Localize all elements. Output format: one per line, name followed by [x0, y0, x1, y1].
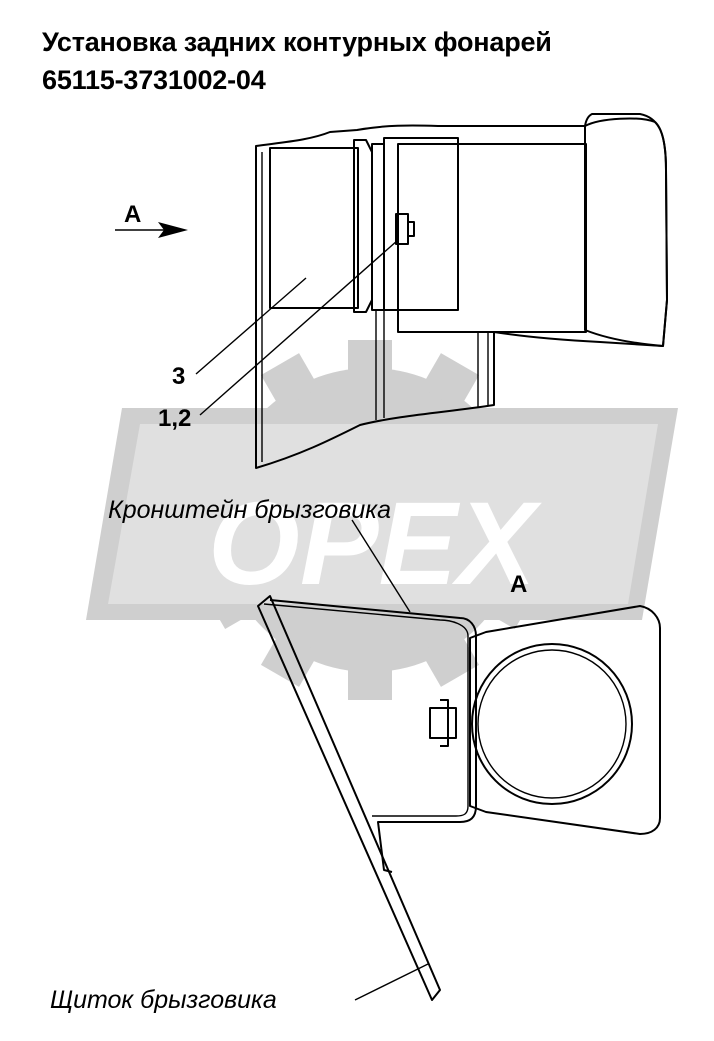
lamp-rim	[353, 139, 373, 313]
view-arrow-label: A	[124, 201, 141, 228]
leader-parts-1-2	[199, 239, 399, 416]
lamp-bolt-view-a	[429, 699, 457, 747]
parts-1-2-label: 1,2	[158, 405, 191, 432]
lower-view-a: A	[257, 571, 661, 1001]
lamp-housing-view-a	[469, 605, 661, 835]
view-a-label: A	[510, 571, 527, 598]
lamp-body	[269, 147, 359, 309]
mudguard-bracket	[269, 599, 477, 873]
upper-view	[255, 113, 668, 469]
leader-part-3	[195, 277, 307, 375]
mount-plate	[397, 143, 587, 333]
watermark-text: OPEX	[208, 478, 542, 610]
lamp-lens	[471, 643, 633, 805]
support-post-1	[375, 310, 385, 420]
lamp-bolt	[395, 213, 415, 245]
shield-label: Щиток брызговика	[50, 986, 277, 1014]
mudguard-shield	[257, 595, 441, 1001]
support-post-2	[477, 332, 489, 408]
part-3-label: 3	[172, 363, 185, 390]
leader-shield	[354, 963, 429, 1001]
watermark-band	[86, 408, 678, 620]
rear-tail-block	[584, 117, 668, 347]
title-line-1: Установка задних контурных фонарей	[42, 27, 552, 57]
watermark: OPEX	[86, 340, 678, 700]
title-line-2: 65115-3731002-04	[42, 65, 266, 95]
lamp-base	[371, 143, 385, 311]
lower-leaders: Кронштейн брызговика Щиток брызговика	[50, 496, 429, 1014]
lamp-housing	[383, 137, 459, 311]
leader-bracket	[351, 519, 411, 613]
bracket-label: Кронштейн брызговика	[108, 496, 391, 524]
lamp-lens-inner	[477, 649, 627, 799]
view-arrow-a: A	[115, 201, 188, 238]
upper-leaders: 3 1,2	[158, 239, 399, 432]
